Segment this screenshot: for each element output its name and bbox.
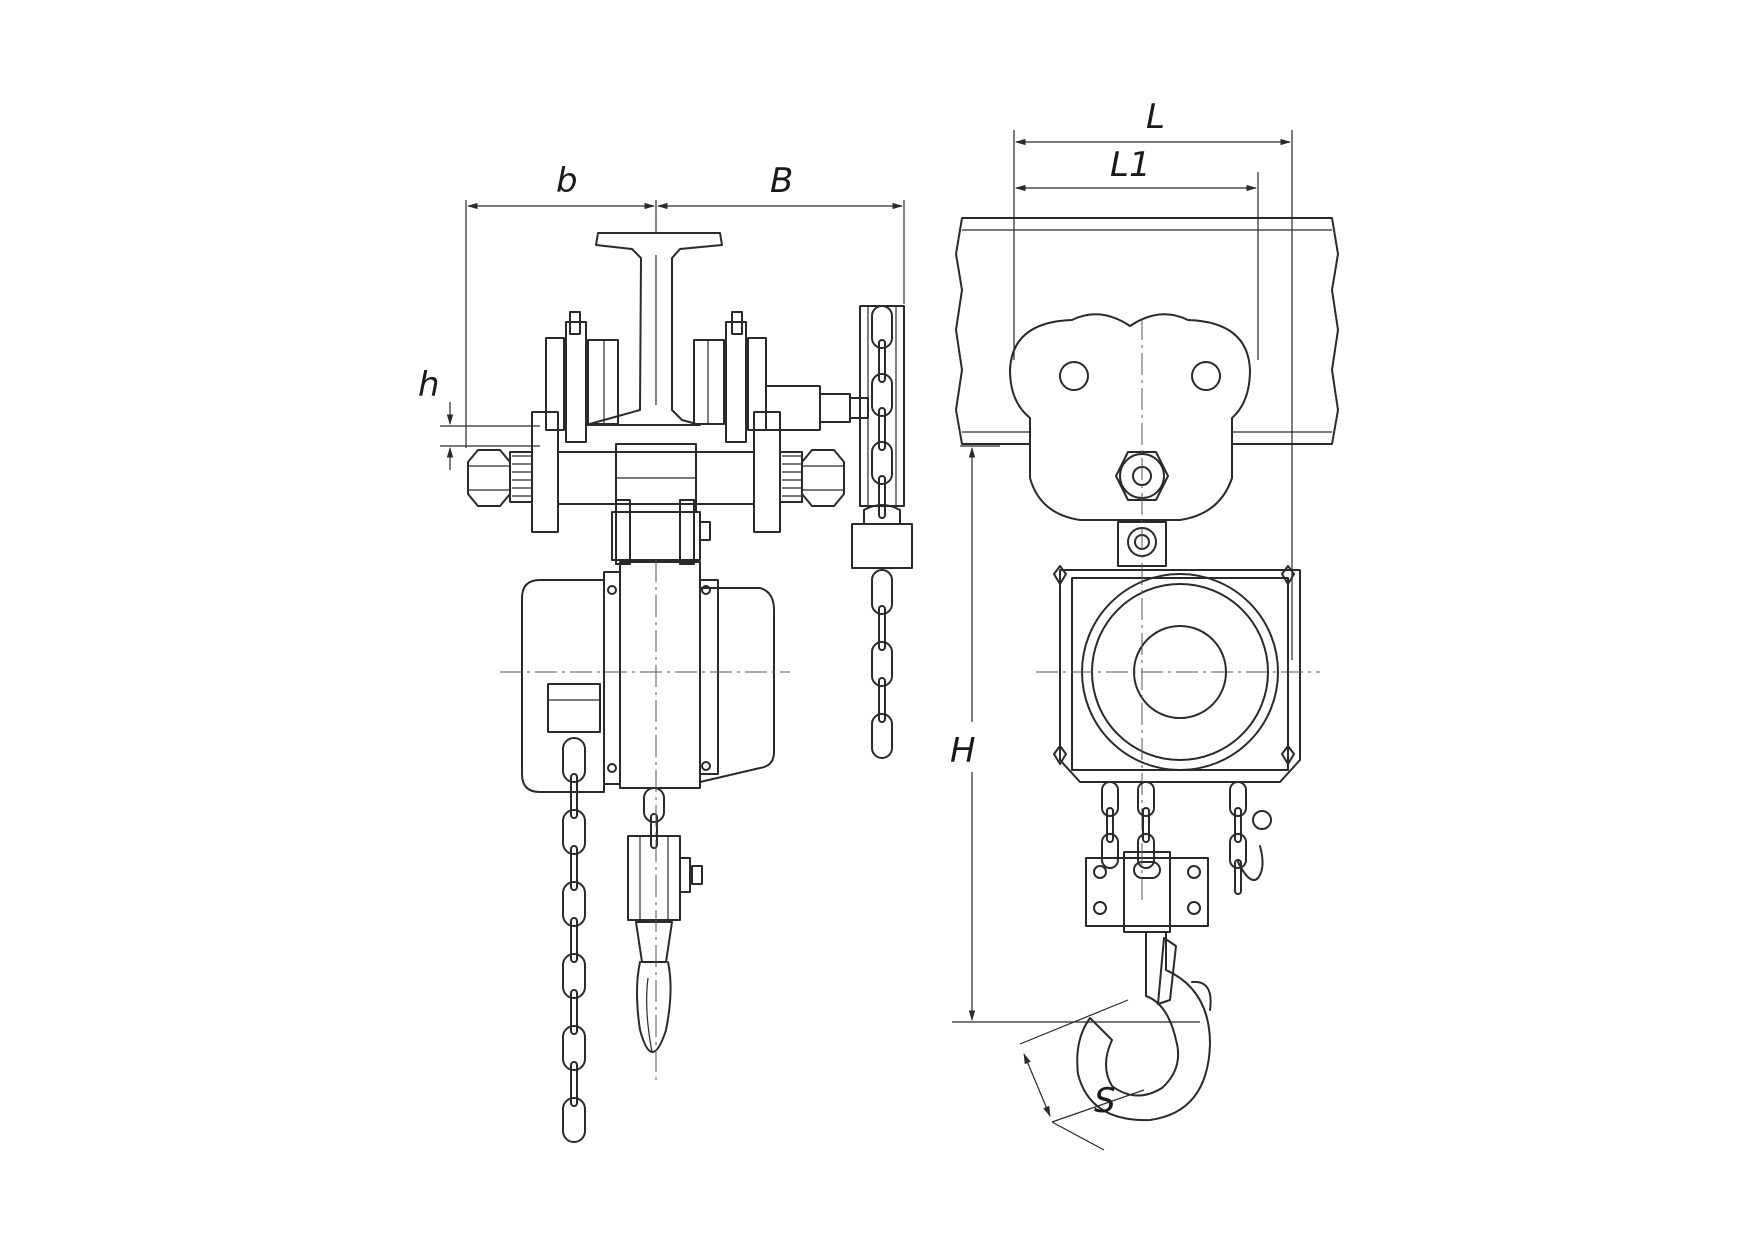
hand-chain-loop (1237, 810, 1272, 881)
chain-link (871, 569, 893, 615)
dimension-label-H: H (950, 731, 976, 771)
dimension-label-B: B (770, 161, 793, 201)
chain-link (1229, 833, 1247, 869)
trolley-wheel-left (545, 311, 619, 443)
load-chain-side (643, 787, 665, 849)
chain-link (878, 605, 886, 651)
chain-link (1101, 781, 1119, 817)
chain-link (562, 737, 586, 783)
dimension-label-L1: L1 (1110, 145, 1151, 185)
chain-link (871, 441, 893, 485)
chain-link (570, 989, 578, 1035)
trolley-wheel-right (693, 311, 767, 443)
chain-link (878, 677, 886, 723)
chain-link (562, 881, 586, 927)
chain-link (570, 917, 578, 963)
chain-link (570, 845, 578, 891)
chain-link (643, 787, 665, 823)
dimension-b-B (465, 200, 905, 448)
hand-chain-right-strand (871, 305, 893, 759)
dimension-label-S: S (1094, 1081, 1116, 1121)
chain-link (1137, 833, 1155, 869)
dimension-S (1019, 999, 1145, 1151)
chain-link (1229, 781, 1247, 817)
chain-link (562, 809, 586, 855)
dimension-label-b: b (556, 161, 578, 201)
dimension-label-L: L (1146, 97, 1165, 137)
axle-nut-right (801, 449, 845, 507)
chain-link (562, 1025, 586, 1071)
hand-chain-lock (851, 504, 913, 569)
side-view: b B h (418, 161, 913, 1053)
chain-link (562, 953, 586, 999)
bottom-block-side (627, 835, 703, 1053)
chain-link (562, 1097, 586, 1143)
chain-link (650, 813, 658, 849)
chain-link (871, 373, 893, 417)
hoist-housing (500, 561, 790, 793)
hook-front (1076, 931, 1212, 1122)
front-view: L L1 H S (950, 97, 1339, 1151)
chain-link (1234, 859, 1242, 895)
chain-link (1101, 833, 1119, 869)
chain-link (1106, 807, 1114, 843)
dimension-h (440, 402, 540, 470)
chain-link (1234, 807, 1242, 843)
chain-link (1137, 781, 1155, 817)
chain-link (570, 1061, 578, 1107)
cross-axle (509, 443, 803, 513)
chain-link (871, 641, 893, 687)
axle-nut-left (467, 449, 511, 507)
chains-front (1101, 781, 1247, 895)
chain-link (878, 407, 886, 451)
hoist-body-front (1053, 565, 1301, 783)
chain-link (570, 773, 578, 819)
chain-link (1142, 807, 1150, 843)
hand-chain-left-strand (562, 737, 586, 1143)
i-beam-section (585, 232, 723, 426)
chain-link (878, 475, 886, 519)
chain-link (878, 339, 886, 383)
trolley-plate-front (1009, 313, 1251, 521)
dimension-label-h: h (418, 365, 440, 405)
chain-link (871, 305, 893, 349)
chain-link (871, 713, 893, 759)
hook-block-front (1085, 851, 1209, 933)
dimension-L-L1 (1013, 130, 1293, 660)
hanger-bracket (611, 499, 711, 565)
drive-shaft (765, 385, 869, 431)
